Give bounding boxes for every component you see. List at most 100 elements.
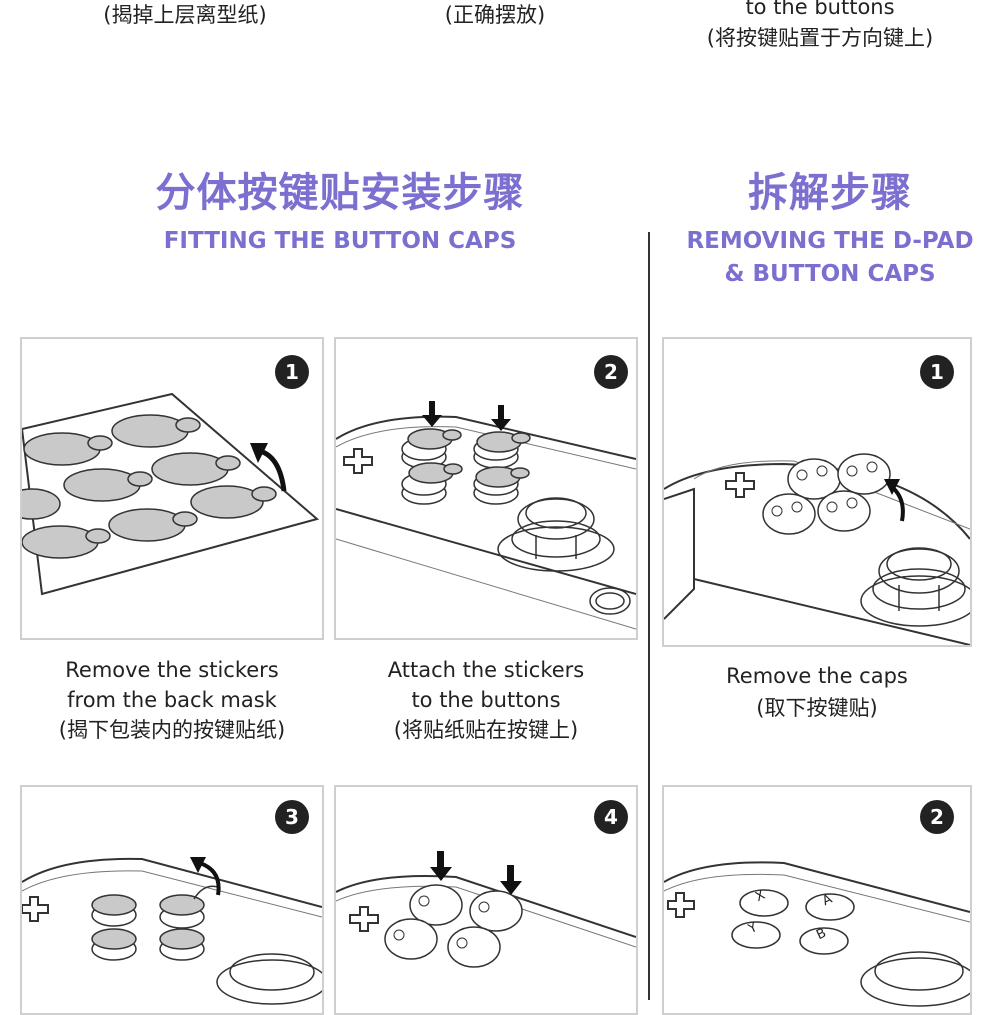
fitting-title-cn: 分体按键贴安装步骤 (155, 170, 525, 216)
sticker-tab (127, 471, 153, 487)
joystick-icon (860, 951, 970, 1007)
controller-edge (693, 578, 970, 645)
sticker-tab (193, 885, 219, 900)
plus-icon (725, 472, 755, 498)
joystick-icon (216, 953, 322, 1005)
caption-line: Remove the stickers (65, 658, 279, 682)
controller-outline (336, 415, 636, 460)
plus-icon (667, 892, 695, 918)
removing-step-2-panel: X A Y B 2 (662, 785, 972, 1015)
sticker (108, 508, 186, 542)
fitting-step-2-panel: 2 (334, 337, 638, 640)
sticker (23, 432, 101, 466)
removing-title-cn: 拆解步骤 (748, 170, 912, 216)
fitting-step-2-caption: Attach the stickers to the buttons (将贴纸贴… (334, 655, 638, 745)
controller-edge-2 (336, 538, 636, 630)
step-number-badge: 2 (920, 800, 954, 834)
peel-arrow-icon (199, 861, 221, 896)
controller-inner (664, 873, 970, 923)
sticker (190, 485, 264, 519)
section-divider (648, 232, 650, 1000)
top-caption-middle: (正确摆放) (370, 0, 620, 31)
down-arrow-icon (430, 851, 522, 895)
top-caption-left: (揭掉上层离型纸) (60, 0, 310, 31)
cap-detail (393, 895, 490, 949)
plus-icon (343, 448, 373, 474)
caption-line: (揭下包装内的按键贴纸) (58, 718, 286, 742)
caption-line: to the buttons (411, 688, 561, 712)
removing-title-en: REMOVING THE D-PAD & BUTTON CAPS (660, 225, 1000, 291)
fitting-step-3-panel: 3 (20, 785, 324, 1015)
controller-inner (336, 426, 636, 470)
sticker-sheet-illustration (22, 392, 320, 596)
sticker-tab (87, 435, 113, 451)
caption-line: (取下按键贴) (756, 696, 878, 720)
joystick-icon (860, 547, 970, 627)
sticker (22, 525, 99, 559)
joystick-icon (497, 497, 615, 572)
controller-rail (664, 487, 695, 620)
controller-outline (336, 875, 636, 938)
sticker-tab (442, 429, 462, 441)
controller-inner (22, 870, 322, 918)
caption-line: Remove the caps (726, 664, 908, 688)
controller-buttons-illustration (664, 861, 970, 1007)
step-number-badge: 1 (275, 355, 309, 389)
removing-title-en-line-1: REMOVING THE D-PAD (686, 228, 974, 254)
controller-peel-illustration (22, 857, 322, 1005)
fitting-title-en: FITTING THE BUTTON CAPS (163, 228, 517, 254)
sticker (63, 468, 141, 502)
caption-line: from the back mask (67, 688, 277, 712)
down-arrow-icon (422, 401, 511, 431)
controller-attach-illustration (336, 401, 636, 630)
sticker-tab (510, 467, 530, 479)
cap-group (384, 884, 523, 968)
controller-caps-illustration (336, 851, 636, 968)
caption-line: (将贴纸贴在按键上) (393, 718, 579, 742)
face-buttons (731, 889, 855, 955)
peel-arrow-head (190, 857, 206, 873)
top-caption-right: to the buttons (将按键贴置于方向键上) (670, 0, 970, 54)
top-caption-left-line: (揭掉上层离型纸) (103, 3, 267, 27)
controller-outline (664, 462, 970, 540)
sticker (22, 488, 61, 520)
fitting-step-1-panel: 1 (20, 337, 324, 640)
controller-inner (336, 885, 636, 948)
sticker-tab (175, 417, 201, 433)
top-caption-right-line-2: (将按键贴置于方向键上) (706, 26, 934, 50)
step-number-badge: 3 (275, 800, 309, 834)
controller-inner (693, 460, 970, 530)
top-caption-middle-line: (正确摆放) (444, 3, 546, 27)
sticker-tab (85, 528, 111, 544)
plus-icon (349, 906, 379, 932)
sticker-group (407, 428, 531, 488)
plus-icon (22, 896, 49, 922)
sticker-group (91, 885, 219, 950)
removing-step-1-panel: 1 (662, 337, 972, 647)
step-number-badge: 2 (594, 355, 628, 389)
controller-remove-illustration (664, 453, 970, 645)
step-number-badge: 4 (594, 800, 628, 834)
peel-arrow-head (250, 443, 268, 463)
cap-group (762, 453, 891, 535)
sticker (111, 414, 189, 448)
removing-step-1-caption: Remove the caps (取下按键贴) (662, 660, 972, 724)
fitting-step-1-caption: Remove the stickers from the back mask (… (20, 655, 324, 745)
home-button-icon (589, 587, 631, 615)
lift-arrow-icon (890, 485, 905, 522)
controller-edge (336, 508, 636, 595)
controller-outline (664, 861, 970, 913)
sticker-tab (443, 463, 463, 475)
sticker-tab (172, 511, 198, 527)
sticker (151, 452, 229, 486)
fitting-step-4-panel: 4 (334, 785, 638, 1015)
cap-detail (771, 461, 878, 517)
removing-title-en-line-2: & BUTTON CAPS (724, 261, 936, 287)
sticker (159, 894, 205, 916)
sticker (91, 928, 137, 950)
caption-line: Attach the stickers (387, 658, 585, 682)
sticker-tab (251, 486, 277, 502)
controller-outline (22, 857, 322, 908)
top-caption-right-line-1: to the buttons (745, 0, 895, 19)
sticker-group (22, 414, 277, 559)
